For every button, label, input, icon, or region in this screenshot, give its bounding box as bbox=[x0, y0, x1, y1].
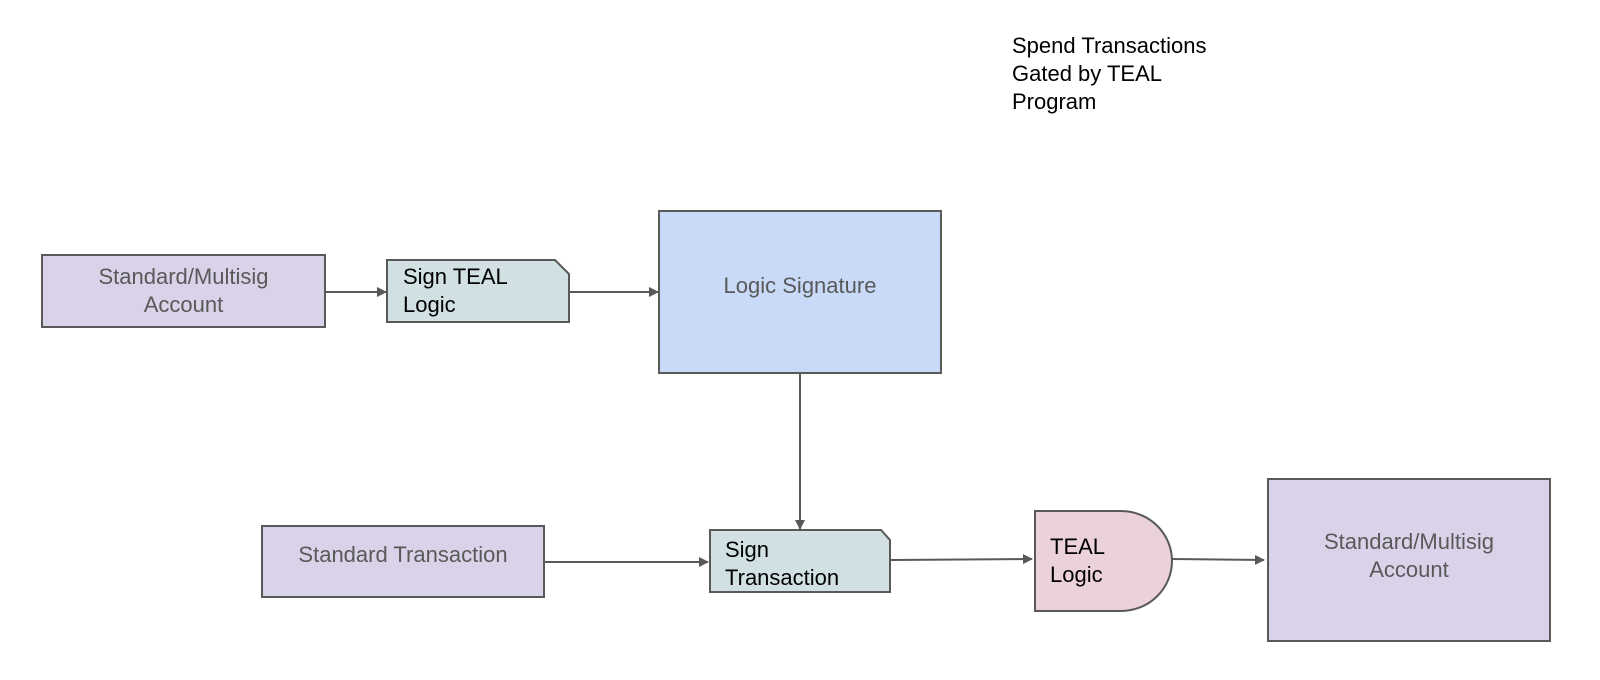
sign-transaction-label-line: Transaction bbox=[725, 565, 840, 590]
standard-transaction-box bbox=[261, 525, 545, 598]
logic-signature-label: Logic Signature bbox=[659, 266, 941, 306]
teal-logic-label-line: Logic bbox=[1050, 562, 1103, 587]
account-top-label: Standard/Multisig Account bbox=[42, 255, 325, 327]
sign-transaction-document bbox=[709, 529, 891, 593]
teal-logic-shape bbox=[1034, 510, 1173, 612]
logic-signature-box bbox=[658, 210, 942, 374]
account-top-label-line: Standard/Multisig bbox=[98, 264, 269, 289]
sign-teal-logic-document bbox=[386, 259, 570, 323]
sign-teal-logic-label-line: Logic bbox=[403, 292, 456, 317]
sign-teal-logic-label: Sign TEAL Logic bbox=[403, 260, 563, 322]
sign-transaction-label-line: Sign bbox=[725, 537, 770, 562]
teal-logic-label-line: TEAL bbox=[1050, 534, 1106, 559]
sign-transaction-label: Sign Transaction bbox=[725, 534, 885, 594]
title-line: Program bbox=[1012, 89, 1097, 114]
account-bottom-box bbox=[1267, 478, 1551, 642]
standard-transaction-label: Standard Transaction bbox=[262, 526, 544, 584]
account-bottom-label-line: Account bbox=[1369, 557, 1449, 582]
arrow-teal-logic-to-account bbox=[1171, 554, 1265, 565]
account-top-box bbox=[41, 254, 326, 328]
standard-transaction-label-line: Standard Transaction bbox=[298, 542, 508, 567]
account-bottom-label-line: Standard/Multisig bbox=[1324, 529, 1494, 554]
teal-logic-label: TEAL Logic bbox=[1050, 531, 1150, 591]
title-line: Gated by TEAL bbox=[1012, 61, 1163, 86]
title-line: Spend Transactions bbox=[1012, 33, 1207, 58]
arrow-sign-transaction-to-teal-logic bbox=[889, 554, 1033, 565]
account-bottom-label: Standard/Multisig Account bbox=[1268, 526, 1550, 586]
diagram-title: Spend Transactions Gated by TEAL Program bbox=[1012, 32, 1206, 116]
account-top-label-line: Account bbox=[143, 292, 224, 317]
sign-teal-logic-label-line: Sign TEAL bbox=[403, 264, 508, 289]
logic-signature-label-line: Logic Signature bbox=[723, 273, 877, 298]
